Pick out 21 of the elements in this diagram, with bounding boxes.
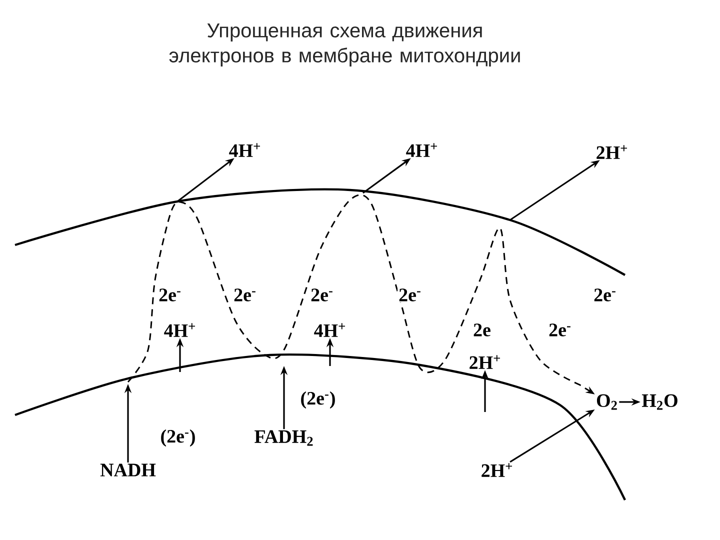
formula-text: 4H$^{+}$: [164, 323, 195, 337]
formula-text: NADH: [100, 464, 156, 476]
formula-text: FADH$_{2}$: [254, 430, 313, 446]
formula-text: 2H$^{+}$: [482, 463, 512, 477]
electron-label: 2e$^{-}$: [232, 288, 258, 302]
formula-text: 2H$^{+}$: [596, 145, 627, 159]
edge-label: (2e$^{-}$): [161, 429, 195, 447]
formula-text: 4H$^{+}$: [229, 143, 260, 157]
title: Упрощенная схема движения электронов в мембране митохондрии: [169, 24, 520, 66]
edge-label: (2e$^{-}$): [301, 391, 335, 409]
formula-text: O$_{2}$: [596, 394, 617, 410]
formula-text: H$_{2}$O: [642, 394, 678, 410]
electron-label: 2e$^{-}$: [548, 322, 572, 338]
formula-text: 4H$^{+}$: [406, 143, 437, 157]
formula-text: 2H$^{+}$: [470, 355, 500, 369]
electron-label: 2e$^{-}$: [310, 288, 334, 302]
electron-label: 2e$^{-}$: [158, 288, 182, 302]
electron-label: 2e$^{-}$: [592, 288, 618, 302]
electron-label: 2e: [472, 322, 492, 338]
electron-label: 2e$^{-}$: [398, 288, 422, 302]
formula-text: 4H$^{+}$: [314, 323, 345, 337]
